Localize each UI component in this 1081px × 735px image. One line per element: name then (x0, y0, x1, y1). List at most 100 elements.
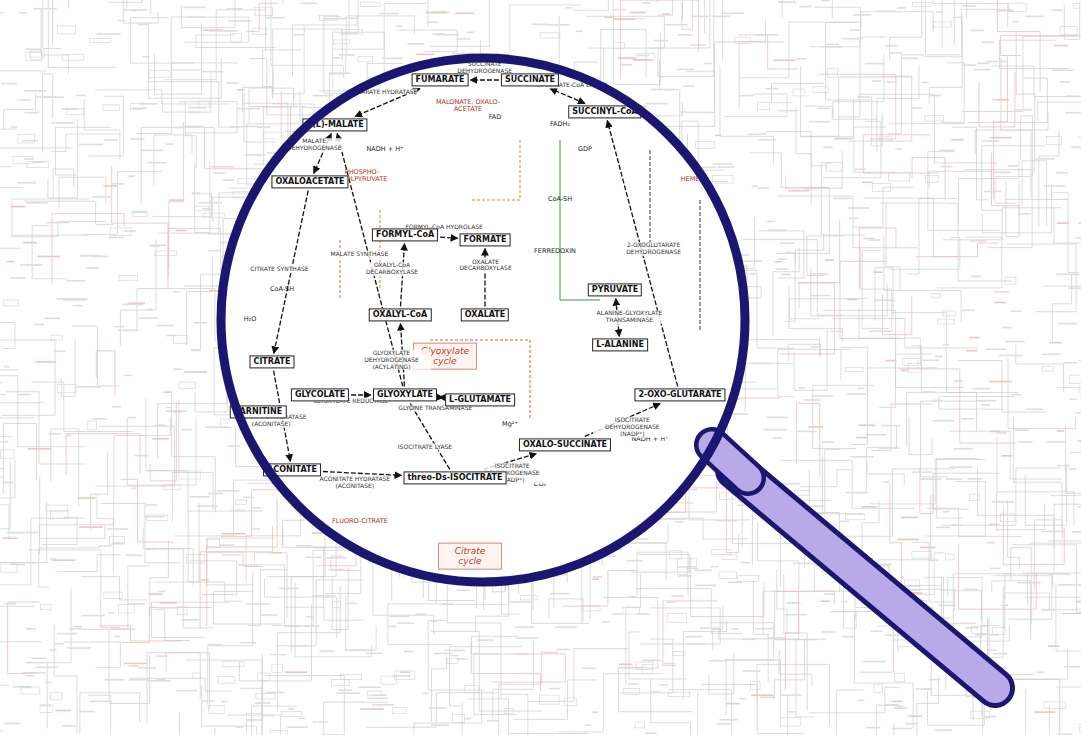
map-text-mark (939, 605, 956, 607)
map-line (867, 461, 904, 484)
map-box (932, 22, 951, 27)
map-box (51, 335, 62, 340)
map-line (207, 497, 277, 626)
map-line (631, 555, 689, 573)
map-box (1000, 514, 1015, 521)
map-text-mark (129, 679, 149, 681)
map-box (943, 311, 956, 316)
map-line (948, 578, 982, 637)
map-line (313, 548, 361, 594)
map-line (58, 555, 121, 572)
map-text-mark (35, 361, 56, 363)
map-text-mark (737, 504, 747, 506)
map-line (975, 113, 1048, 155)
map-box (564, 698, 576, 705)
map-line (171, 17, 205, 70)
map-box (103, 105, 120, 111)
map-box (447, 658, 458, 663)
map-text-mark (654, 40, 669, 42)
map-text-mark (930, 95, 941, 97)
map-line (912, 158, 945, 201)
map-box (521, 595, 538, 600)
map-text-mark (986, 348, 1006, 350)
map-text-mark (704, 63, 712, 65)
map-text-mark (936, 527, 950, 529)
map-line (491, 654, 565, 682)
map-text-mark (839, 521, 849, 523)
map-text-mark (585, 724, 591, 726)
cofactor-label: GDP (578, 146, 592, 153)
map-line (0, 148, 73, 167)
map-box (453, 714, 465, 722)
map-text-mark (533, 23, 547, 25)
map-line (907, 199, 958, 275)
map-line (879, 354, 933, 407)
map-text-mark (416, 54, 434, 56)
map-text-mark (954, 380, 963, 382)
map-text-mark (767, 637, 785, 639)
map-text-mark (118, 329, 138, 331)
map-text-mark (50, 558, 56, 560)
map-line (907, 393, 977, 447)
map-line (872, 96, 883, 146)
map-text-mark (987, 61, 1009, 63)
map-text-mark (34, 324, 44, 326)
map-text-mark (11, 206, 26, 208)
reaction-arrow (323, 472, 402, 476)
map-line (880, 203, 1012, 281)
map-text-mark (920, 359, 939, 361)
map-text-mark (349, 549, 355, 551)
map-box (1042, 366, 1053, 371)
map-text-mark (950, 641, 962, 643)
map-text-mark (1069, 468, 1076, 470)
map-text-mark (543, 652, 559, 654)
cofactor-label: FLUORO-CITRATE (332, 518, 388, 525)
map-line (855, 614, 914, 729)
map-text-mark (1071, 146, 1081, 148)
map-line (154, 610, 190, 641)
map-box (637, 54, 655, 61)
cofactor-label: FAD (489, 114, 502, 121)
map-box (231, 34, 242, 42)
map-line (96, 351, 115, 397)
map-text-mark (202, 71, 224, 73)
map-text-mark (159, 607, 179, 609)
map-text-mark (339, 54, 356, 56)
map-text-mark (202, 700, 215, 702)
map-text-mark (752, 186, 758, 188)
map-box (826, 162, 842, 171)
map-text-mark (22, 140, 38, 142)
map-line (705, 0, 783, 33)
map-box (90, 38, 111, 42)
map-line (789, 299, 867, 319)
map-text-mark (86, 267, 100, 269)
map-box (119, 276, 137, 281)
map-line (0, 383, 45, 403)
map-text-mark (124, 230, 136, 232)
map-text-mark (343, 17, 357, 19)
map-line (663, 601, 718, 666)
map-line (785, 252, 795, 321)
map-text-mark (407, 43, 424, 45)
map-text-mark (717, 166, 734, 168)
map-line (936, 237, 1002, 288)
map-text-mark (812, 551, 830, 553)
map-box (255, 8, 272, 16)
map-box (192, 673, 200, 679)
map-line (450, 647, 523, 706)
map-line (878, 495, 931, 586)
map-line (799, 220, 840, 308)
map-text-mark (637, 538, 649, 540)
map-line (1066, 426, 1081, 540)
map-text-mark (797, 431, 817, 433)
map-line (154, 135, 192, 185)
map-text-mark (691, 44, 706, 46)
map-text-mark (933, 399, 943, 401)
map-box (186, 554, 204, 563)
map-line (813, 385, 875, 448)
map-line (182, 0, 235, 28)
map-line (739, 22, 863, 78)
map-line (947, 586, 1003, 668)
map-text-mark (778, 1, 796, 3)
